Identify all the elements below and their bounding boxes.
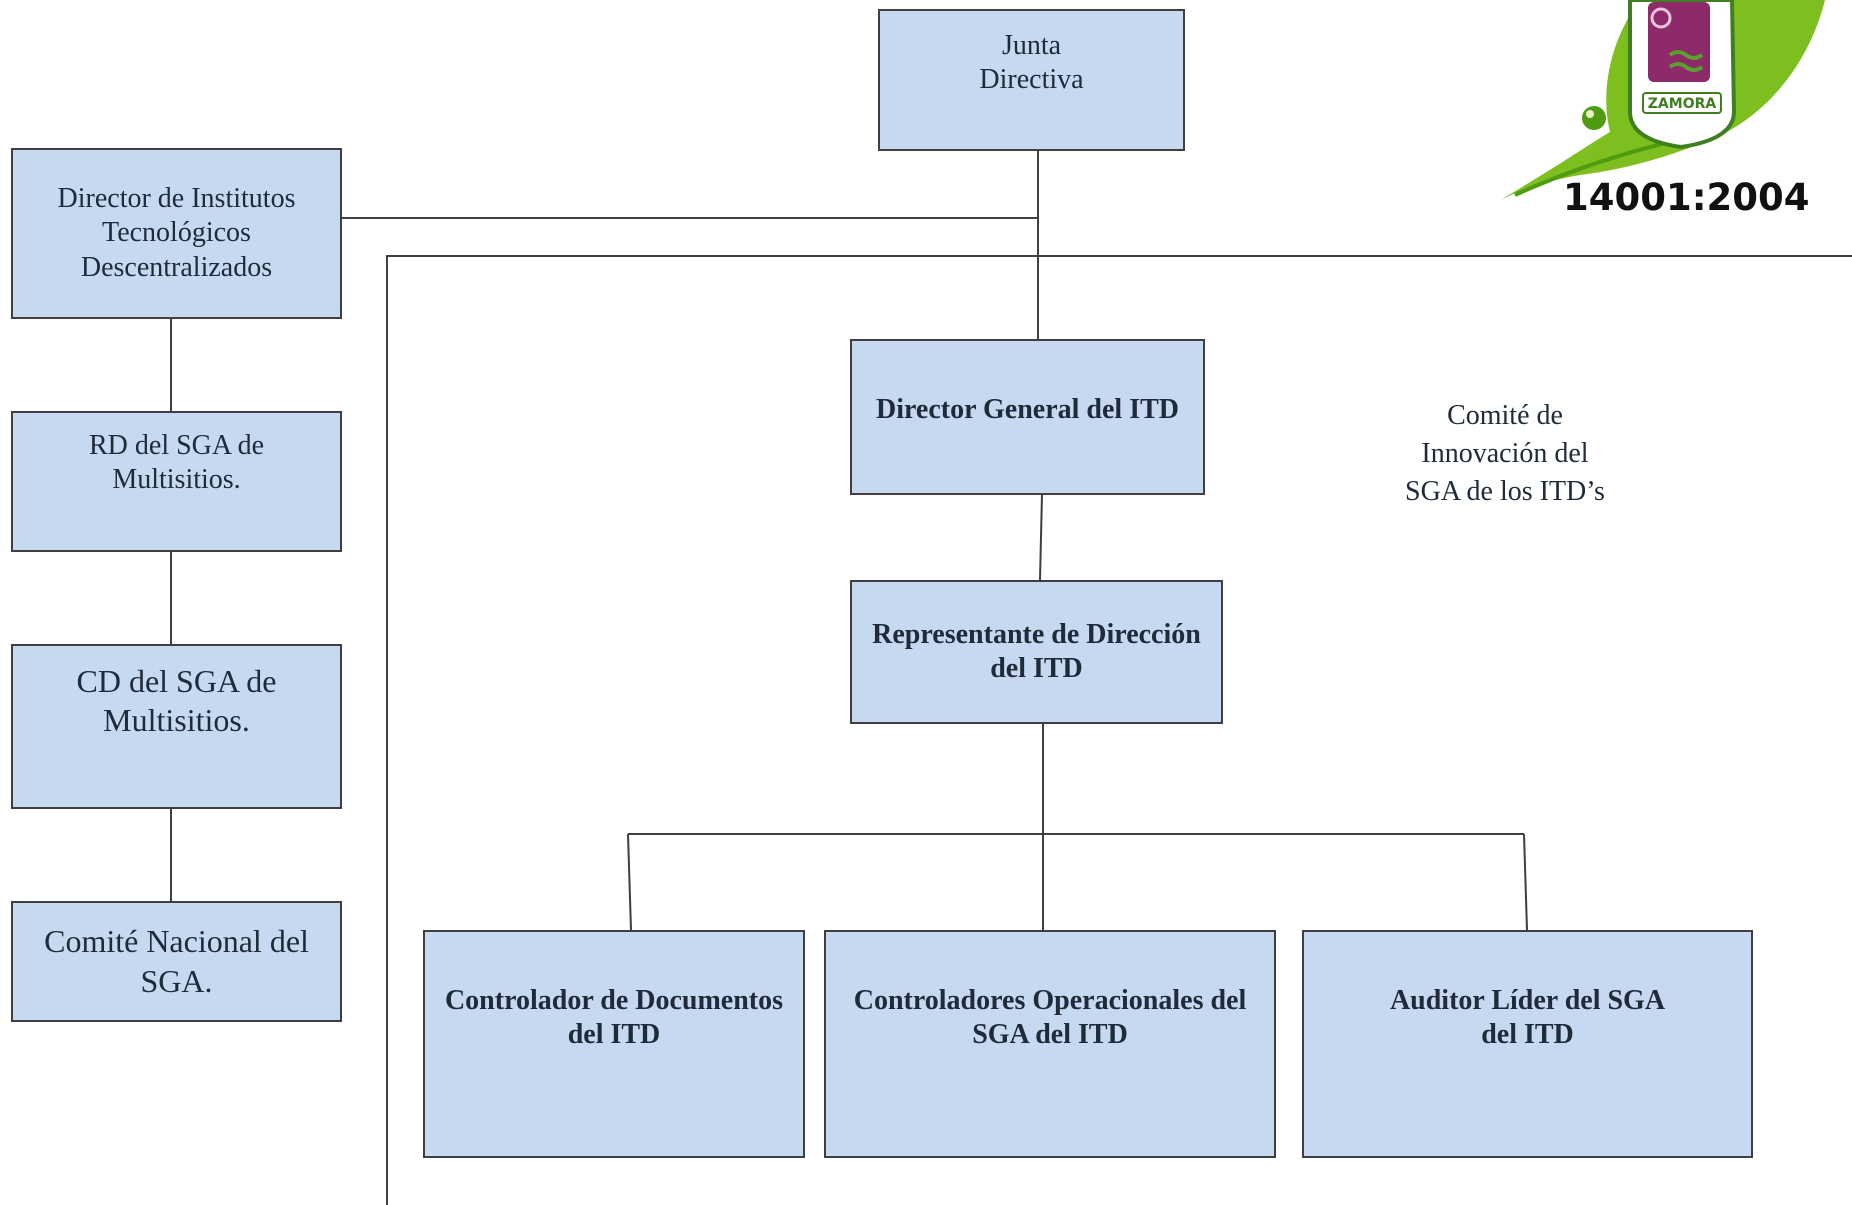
node-cd-sga-multisitios: CD del SGA de Multisitios. xyxy=(11,644,342,809)
node-text-line: del ITD xyxy=(1481,1019,1574,1051)
node-junta-directiva: Junta Directiva xyxy=(878,9,1185,151)
zamora-ribbon xyxy=(1642,92,1722,114)
iso-standard-label: 14001:2004 xyxy=(1563,176,1810,219)
committee-frame xyxy=(386,255,1852,1205)
node-text-line: Auditor Líder del SGA xyxy=(1389,985,1666,1016)
committee-label: Comité de Innovación del SGA de los ITD’… xyxy=(1370,397,1640,510)
committee-label-line: Innovación del xyxy=(1421,437,1589,469)
node-controladores-operacionales: Controladores Operacionales del SGA del … xyxy=(824,930,1276,1158)
connector-director-representante xyxy=(1039,493,1043,581)
node-text-line: Descentralizados xyxy=(80,251,273,283)
emblem-block xyxy=(1648,2,1710,82)
node-text-line: SGA del ITD xyxy=(972,1019,1128,1051)
node-text-line: RD del SGA de xyxy=(89,430,264,461)
node-text-line: del ITD xyxy=(567,1019,661,1051)
node-text-line: Representante de Dirección xyxy=(872,618,1201,650)
node-text-line: Junta xyxy=(1001,30,1062,61)
water-drop-icon xyxy=(1582,106,1606,130)
committee-label-line: Comité de xyxy=(1447,400,1563,431)
node-text-line: Multisitios. xyxy=(112,464,241,496)
node-text-line: SGA. xyxy=(140,962,213,999)
node-text-line: Director General del ITD xyxy=(875,394,1179,425)
connector-bus-right xyxy=(1523,833,1528,931)
node-rd-sga-multisitios: RD del SGA de Multisitios. xyxy=(11,411,342,552)
node-text-line: del ITD xyxy=(990,653,1083,684)
connector-bus-left xyxy=(627,833,632,931)
node-text-line: Controlador de Documentos xyxy=(444,985,784,1016)
wave-icon xyxy=(1668,50,1704,72)
node-text-line: Comité Nacional del xyxy=(44,923,309,960)
institution-logo: ZAMORA xyxy=(1500,0,1825,200)
node-auditor-lider: Auditor Líder del SGA del ITD xyxy=(1302,930,1753,1158)
node-director-institutos: Director de Institutos Tecnológicos Desc… xyxy=(11,148,342,319)
node-director-general: Director General del ITD xyxy=(850,339,1205,495)
node-comite-nacional: Comité Nacional del SGA. xyxy=(11,901,342,1022)
node-text-line: Tecnológicos xyxy=(102,217,251,249)
node-text-line: Directiva xyxy=(979,64,1084,96)
node-text-line: Director de Institutos xyxy=(57,183,296,215)
committee-label-line: SGA de los ITD’s xyxy=(1405,475,1605,507)
node-text-line: Multisitios. xyxy=(103,702,250,739)
node-representante-direccion: Representante de Dirección del ITD xyxy=(850,580,1223,724)
node-text-line: CD del SGA de xyxy=(76,663,277,699)
node-text-line: Controladores Operacionales del xyxy=(853,985,1247,1016)
gear-icon xyxy=(1650,7,1672,29)
node-controlador-documentos: Controlador de Documentos del ITD xyxy=(423,930,805,1158)
zamora-text: ZAMORA xyxy=(1648,96,1717,112)
